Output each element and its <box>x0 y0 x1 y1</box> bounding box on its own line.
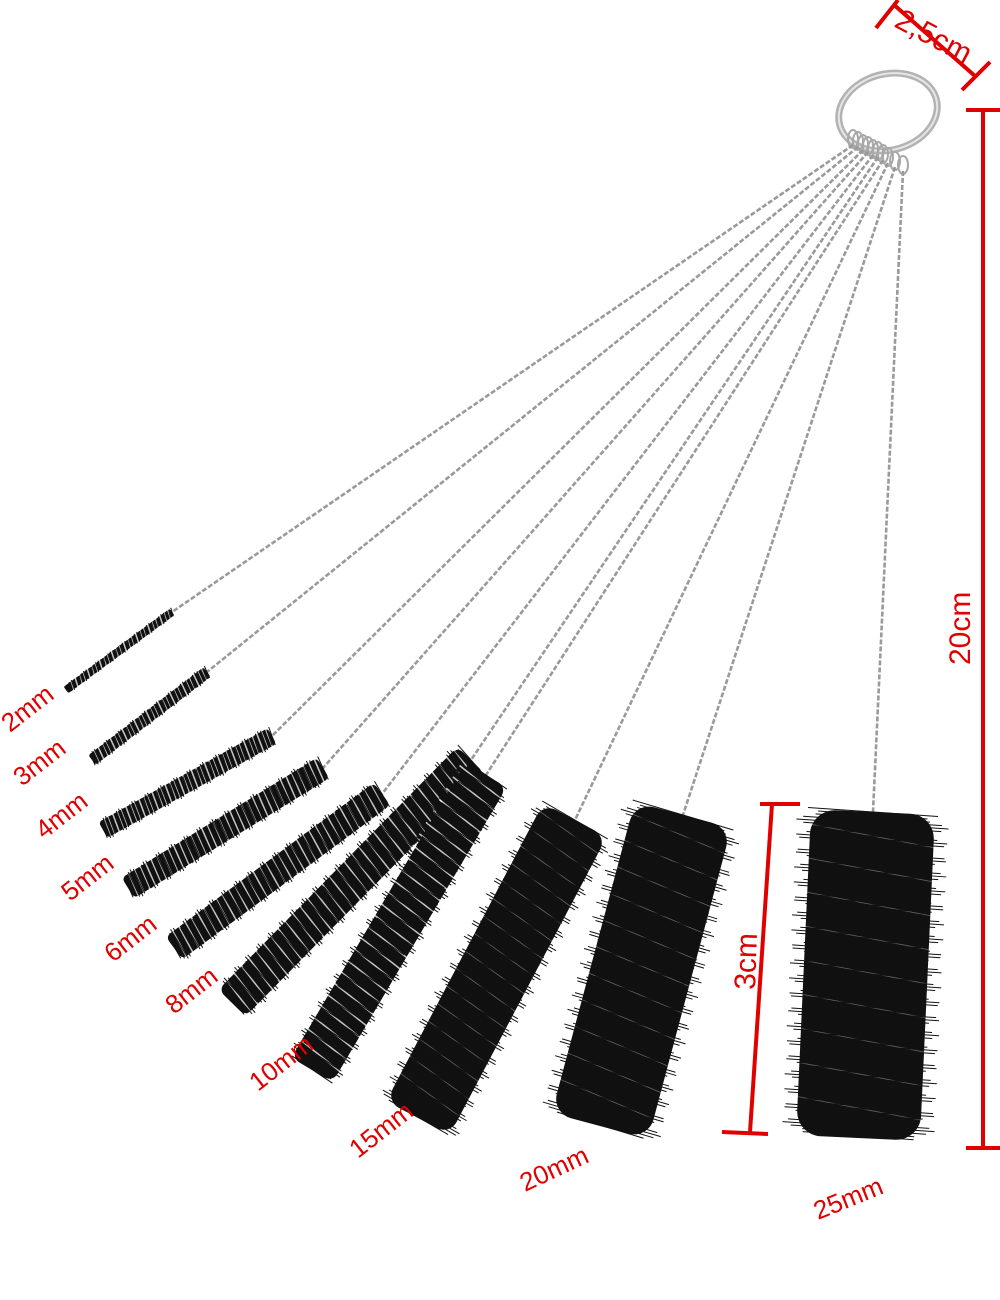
brush-head-4mm <box>99 726 276 839</box>
size-label-3mm: 3mm <box>7 733 71 792</box>
brush-head-2mm <box>64 607 174 693</box>
brush-head-8mm <box>221 744 485 1015</box>
total-length-label: 20cm <box>944 592 977 665</box>
brush-head-5mm <box>123 756 329 898</box>
size-label-5mm: 5mm <box>55 848 119 907</box>
wire-6mm <box>380 154 875 795</box>
head-length-label: 3cm <box>729 932 764 990</box>
total-length-dimension: 20cm <box>942 108 1000 1150</box>
wire-loops <box>847 129 909 175</box>
wire-20mm <box>681 166 897 816</box>
brush-head-25mm <box>782 807 949 1141</box>
wire-2mm <box>171 143 854 614</box>
brush-head-10mm <box>291 760 508 1084</box>
size-label-4mm: 4mm <box>29 786 93 845</box>
wire-15mm <box>573 162 890 821</box>
wire-25mm <box>871 170 905 813</box>
key-ring <box>835 69 941 155</box>
brush-head-15mm <box>382 800 609 1136</box>
brush-heads <box>64 607 949 1141</box>
wire-3mm <box>206 145 859 674</box>
size-label-2mm: 2mm <box>0 679 59 738</box>
wire-8mm <box>469 156 880 761</box>
head-length-dimension: 3cm <box>721 802 800 1136</box>
size-label-6mm: 6mm <box>98 909 162 968</box>
size-label-20mm: 20mm <box>515 1140 593 1198</box>
size-label-8mm: 8mm <box>159 961 223 1020</box>
brush-head-20mm <box>542 799 740 1139</box>
wire-loop-8mm <box>872 141 884 161</box>
ring-width-label: 2,5cm <box>890 3 978 70</box>
brush-wires <box>171 143 905 821</box>
size-label-15mm: 15mm <box>343 1096 418 1164</box>
size-label-25mm: 25mm <box>809 1171 887 1226</box>
brush-head-3mm <box>89 665 211 766</box>
wire-5mm <box>322 151 869 769</box>
brush-head-6mm <box>167 781 390 959</box>
wire-4mm <box>271 149 864 737</box>
wire-10mm <box>484 159 885 776</box>
wire-loop-10mm <box>877 144 889 164</box>
